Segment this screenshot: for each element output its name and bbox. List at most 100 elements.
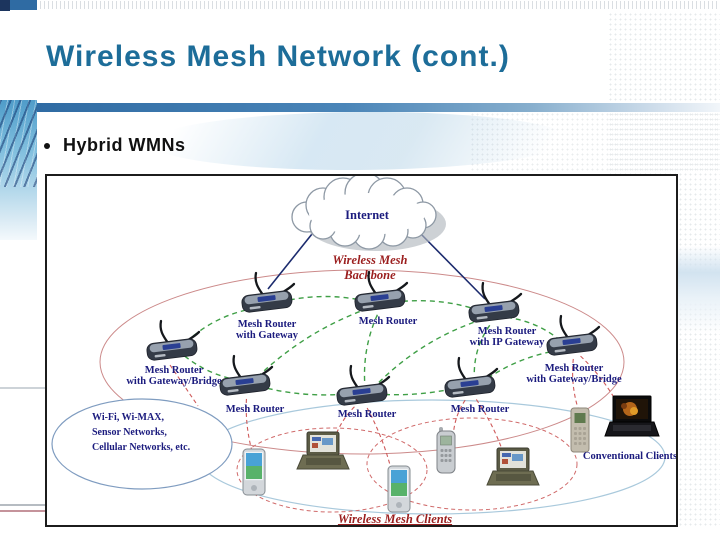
router-body — [146, 338, 198, 361]
pda-screen-frame — [244, 451, 264, 481]
router-label-r3: with IP Gateway — [470, 337, 545, 348]
mesh-link — [393, 299, 481, 312]
internet-label: Internet — [345, 208, 390, 222]
client-link — [334, 406, 355, 438]
bullet-text: Hybrid WMNs — [63, 135, 186, 155]
router-antenna-icon — [481, 281, 492, 307]
laptop-screen-glow — [621, 403, 627, 409]
router-label-r4: with Gateway/Bridge — [126, 376, 222, 387]
router-logo — [370, 294, 389, 301]
access-networks-label: Wi-Fi, Wi-MAX, — [92, 412, 164, 423]
phone-key — [448, 454, 452, 457]
laptop-screen-window — [502, 459, 508, 464]
router-body — [546, 333, 598, 356]
router-label-r7: Mesh Router — [338, 409, 397, 420]
router-body — [241, 290, 293, 313]
backbone-ellipse — [99, 269, 625, 455]
cloud-body — [309, 193, 425, 235]
router-logo — [235, 378, 254, 385]
mesh-link — [375, 387, 457, 396]
client-link — [453, 399, 466, 432]
pda-nav-button — [396, 502, 402, 508]
phone-key — [583, 442, 586, 445]
phone-key — [578, 427, 582, 430]
edge-deco-line-pink — [0, 510, 88, 512]
client-link — [169, 364, 199, 407]
mesh-router-r5 — [219, 354, 274, 396]
mesh-link — [258, 385, 349, 396]
phone-key — [574, 442, 577, 445]
router-body — [354, 289, 406, 312]
pda-nav-button — [251, 485, 257, 491]
router-antenna-icon — [159, 319, 170, 345]
router-label-r6: with Gateway/Bridge — [526, 374, 622, 385]
client-device-laptop1 — [296, 431, 350, 470]
phone-key — [444, 449, 448, 452]
pda-screen-ground — [246, 466, 262, 479]
phone-key — [583, 432, 586, 435]
clients-subnet-ellipse-a — [236, 427, 428, 513]
edge-deco-line — [0, 387, 46, 389]
pda-screen-sky — [246, 453, 262, 466]
laptop-screen-window — [512, 454, 523, 461]
router-label-r3: Mesh Router — [478, 326, 537, 337]
internet-cloud: Internet — [291, 176, 446, 251]
router-body — [468, 300, 520, 323]
title-underline-bar — [37, 103, 720, 112]
phone-key — [440, 454, 444, 457]
phone-key — [444, 454, 448, 457]
laptop-screen-glow — [630, 407, 638, 415]
clients-subnet-ellipse-b — [366, 417, 578, 511]
laptop-screen-window — [312, 443, 318, 448]
router-leds — [154, 353, 166, 358]
top-strip-texture — [40, 1, 720, 9]
phone-key — [583, 437, 586, 440]
client-link — [475, 399, 504, 453]
conventional-clients-label: Conventional Clients — [583, 451, 676, 462]
pda-screen-sky — [391, 470, 407, 483]
router-logo — [460, 380, 479, 387]
mesh-router-r8 — [444, 356, 499, 398]
top-left-blue-block — [10, 0, 37, 10]
router-antenna-icon — [349, 364, 360, 390]
router-antenna-icon — [457, 356, 468, 382]
phone-key — [574, 432, 577, 435]
bullet-dot — [44, 142, 50, 149]
client-device-pda1 — [242, 448, 266, 496]
laptop-screen-window — [502, 453, 511, 457]
router-logo — [484, 305, 503, 312]
client-device-pda2 — [387, 465, 411, 513]
laptop-screen-window — [312, 437, 321, 441]
client-link — [572, 358, 579, 409]
phone-key — [574, 427, 577, 430]
phone-key — [574, 437, 577, 440]
router-logo — [562, 338, 581, 345]
router-leds — [227, 388, 239, 393]
router-logo — [257, 295, 276, 302]
mesh-link — [373, 318, 483, 389]
access-networks-label: Sensor Networks, — [92, 427, 167, 438]
top-left-navy-block — [0, 0, 10, 11]
phone-key — [448, 459, 452, 462]
mesh-link — [256, 307, 369, 379]
router-label-r4: Mesh Router — [145, 365, 204, 376]
router-logo — [352, 388, 371, 395]
client-device-laptop2 — [486, 447, 540, 486]
bullet-item: Hybrid WMNs — [44, 135, 186, 156]
router-label-r2: Mesh Router — [359, 316, 418, 327]
phone-key — [578, 437, 582, 440]
mesh-router-r4 — [146, 319, 201, 361]
client-link — [366, 407, 392, 469]
client-device-phone1 — [436, 427, 456, 474]
router-leds — [452, 390, 464, 395]
router-label-r5: Mesh Router — [226, 404, 285, 415]
phone-screen — [574, 413, 586, 423]
client-device-laptop3 — [604, 395, 660, 437]
router-body — [444, 375, 496, 398]
router-body — [219, 373, 271, 396]
laptop-keyboard — [306, 458, 341, 465]
mesh-link — [280, 295, 367, 303]
